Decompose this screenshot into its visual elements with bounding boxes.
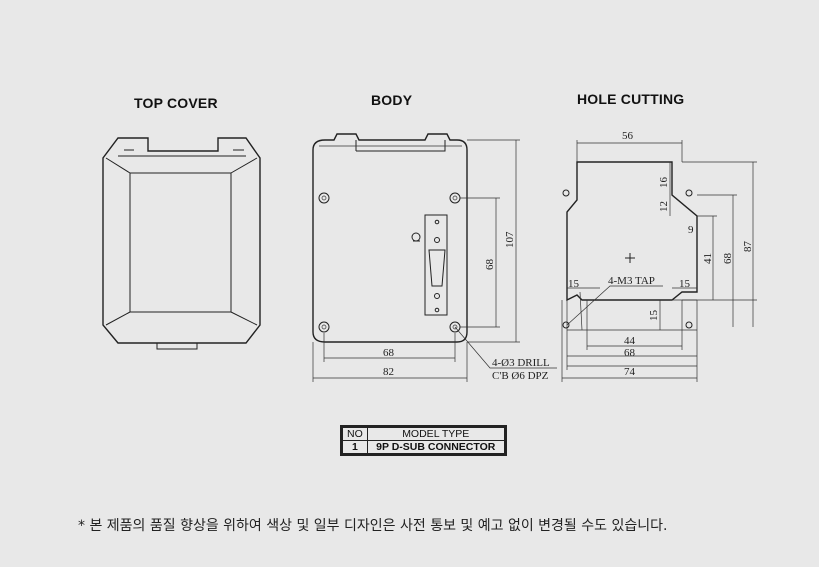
hole-dim-15-left: 15 xyxy=(568,278,580,290)
hole-dim-56: 56 xyxy=(622,130,634,142)
body-title: BODY xyxy=(371,92,413,108)
table-row: 1 9P D-SUB CONNECTOR xyxy=(342,440,505,454)
cell-type: 9P D-SUB CONNECTOR xyxy=(366,440,505,454)
hole-dim-9: 9 xyxy=(688,224,694,236)
tap-note: 4-M3 TAP xyxy=(608,275,655,287)
body-dim-68-width: 68 xyxy=(383,347,395,359)
hole-dim-16: 16 xyxy=(658,177,670,189)
cell-no: 1 xyxy=(342,440,368,454)
dsub-connector xyxy=(411,214,448,316)
hole-dim-12: 12 xyxy=(658,201,670,212)
col-header-model-type: MODEL TYPE xyxy=(366,427,505,441)
hole-dim-15-right: 15 xyxy=(679,278,691,290)
hole-dim-44: 44 xyxy=(624,335,636,347)
mounting-hole xyxy=(318,192,330,204)
mounting-hole xyxy=(318,321,330,333)
mounting-hole xyxy=(449,192,461,204)
hole-cutting-title: HOLE CUTTING xyxy=(577,91,685,107)
hole-cutting-view xyxy=(561,140,757,382)
hole-dim-68-bottom: 68 xyxy=(624,347,636,359)
hole-dim-15-vertical: 15 xyxy=(648,310,660,322)
drill-note-2: C'B Ø6 DPZ xyxy=(492,370,549,382)
hole-dim-87: 87 xyxy=(742,241,754,253)
body-view xyxy=(312,133,557,382)
table-header-row: NO MODEL TYPE xyxy=(342,427,505,441)
top-cover-title: TOP COVER xyxy=(134,95,218,111)
hole-dim-41: 41 xyxy=(702,253,714,264)
top-cover-view xyxy=(102,137,261,350)
col-header-no: NO xyxy=(342,427,368,441)
footnote: * 본 제품의 품질 향상을 위하여 색상 및 일부 디자인은 사전 통보 및 … xyxy=(78,518,668,534)
drill-note-1: 4-Ø3 DRILL xyxy=(492,357,550,369)
hole-dim-68: 68 xyxy=(722,253,734,265)
body-dim-107: 107 xyxy=(504,231,516,248)
model-type-table: NO MODEL TYPE 1 9P D-SUB CONNECTOR xyxy=(340,425,507,456)
body-dim-82: 82 xyxy=(383,366,394,378)
body-dim-68-height: 68 xyxy=(484,259,496,271)
hole-dim-74: 74 xyxy=(624,366,636,378)
